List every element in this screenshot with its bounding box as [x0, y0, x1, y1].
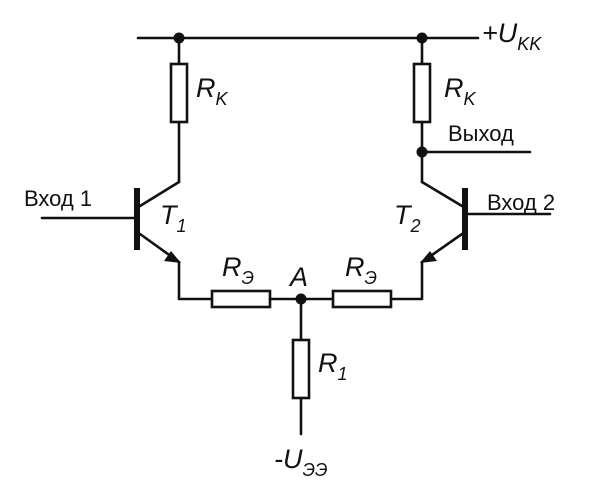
- label-rk-left: RK: [196, 73, 229, 109]
- label-t1: T1: [160, 200, 187, 236]
- resistor-re-right: [331, 289, 393, 309]
- t2-collector: [420, 180, 464, 208]
- label-input2: Вход 2: [487, 190, 555, 215]
- label-supply-pos: +UKK: [482, 18, 542, 54]
- wire-re-right-to-t2: [389, 260, 424, 301]
- label-r1: R1: [318, 348, 348, 384]
- label-output: Выход: [448, 121, 514, 146]
- resistor-re-left: [210, 289, 272, 309]
- label-input1: Вход 1: [24, 186, 92, 211]
- label-supply-neg: -UЭЭ: [274, 444, 327, 480]
- wire-t1-emitter-to-re: [177, 260, 214, 301]
- t2-emitter-arrow: [420, 251, 437, 263]
- label-rk-right: RK: [444, 73, 477, 109]
- label-re-right: RЭ: [345, 252, 377, 288]
- label-t2: T2: [394, 200, 421, 236]
- resistor-r1: [291, 338, 311, 400]
- label-re-left: RЭ: [222, 252, 254, 288]
- resistor-rk-right: [412, 62, 432, 124]
- resistor-rk-left: [169, 62, 189, 124]
- label-node-a: A: [288, 262, 308, 292]
- t1-emitter-arrow: [164, 251, 181, 263]
- t1-collector: [138, 180, 181, 208]
